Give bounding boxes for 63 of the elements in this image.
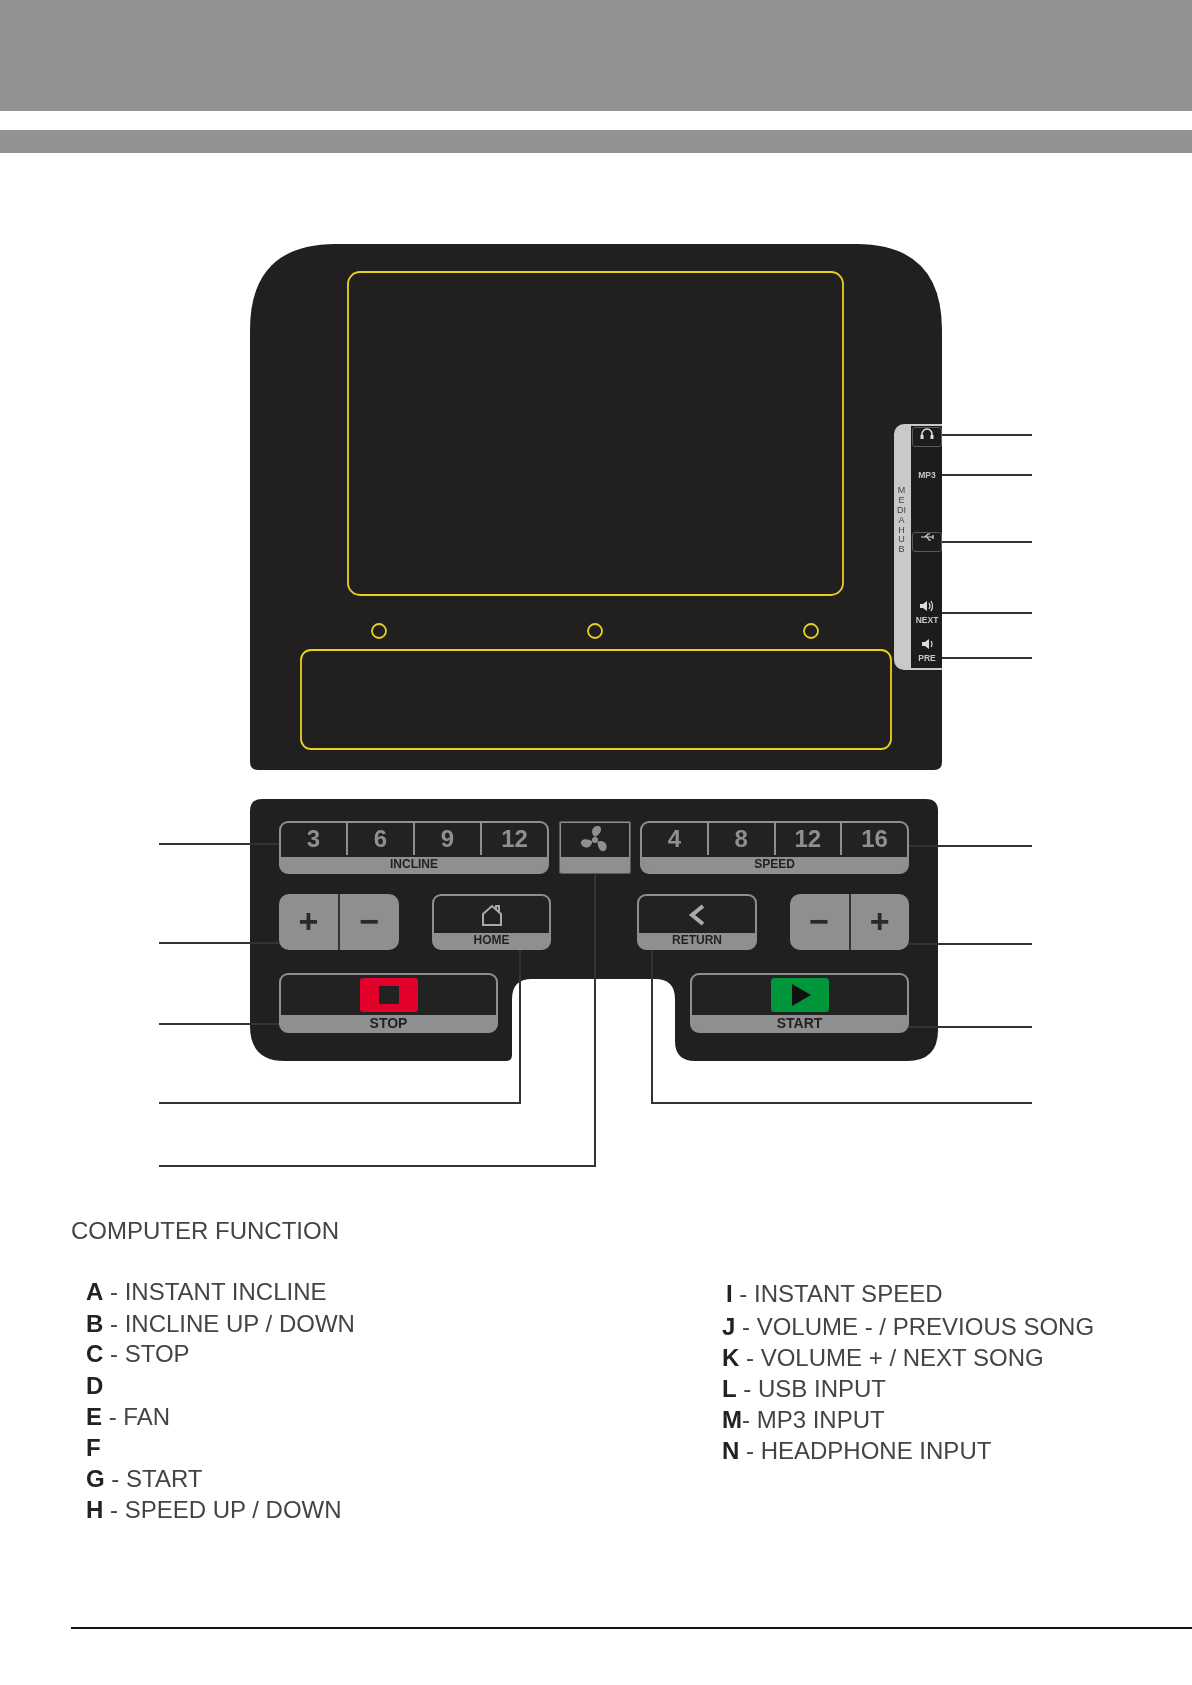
key-number: 8 (706, 823, 774, 855)
function-key-entry: A - INSTANT INCLINE (86, 1278, 327, 1306)
home-button (432, 894, 551, 950)
key-number: 3 (305, 824, 322, 854)
stop-button (279, 973, 498, 1033)
section-heading: COMPUTER FUNCTION (71, 1217, 339, 1245)
incline-key-strip (279, 821, 549, 874)
leader-line (158, 949, 521, 1104)
function-key-entry: I - INSTANT SPEED (726, 1280, 943, 1308)
function-key-entry: F (86, 1434, 101, 1462)
key-label: INCLINE (389, 857, 439, 872)
function-key-entry: J - VOLUME - / PREVIOUS SONG (722, 1313, 1095, 1341)
hub-label: MEDIA HUB (897, 486, 906, 556)
key-number: 12 (480, 823, 547, 855)
leader-line (908, 1026, 1033, 1028)
function-key-entry: M- MP3 INPUT (722, 1406, 885, 1434)
media-hub-strip (894, 424, 942, 670)
button-label: STOP (368, 1015, 409, 1031)
leader-line (158, 942, 280, 944)
leader-line (941, 474, 1033, 476)
button-label: RETURN (671, 933, 723, 948)
sign-glyph: + (297, 901, 320, 942)
key-number: 4 (666, 824, 683, 854)
sign-glyph: − (808, 901, 831, 942)
function-key-entry: K - VOLUME + / NEXT SONG (722, 1344, 1044, 1372)
speed-key-strip (640, 821, 909, 874)
sign-glyph: − (338, 894, 399, 950)
start-button (690, 973, 909, 1033)
fan-button (559, 821, 631, 874)
leader-line (908, 943, 1033, 945)
sign-glyph: + (848, 894, 909, 950)
leader-line (158, 1023, 280, 1025)
incline-rocker-button (279, 894, 399, 950)
leader-line (941, 657, 1033, 659)
function-key-entry: L - USB INPUT (722, 1375, 886, 1403)
usb-port (912, 532, 942, 552)
function-key-entry: D (86, 1372, 104, 1400)
return-button (637, 894, 757, 950)
function-key-entry: E - FAN (86, 1403, 171, 1431)
port-label: PRE (918, 653, 936, 663)
key-label: SPEED (753, 857, 796, 872)
button-label: START (775, 1015, 824, 1031)
function-key-entry: N - HEADPHONE INPUT (722, 1437, 992, 1465)
function-key-entry: H - SPEED UP / DOWN (86, 1496, 342, 1524)
leader-line (651, 949, 1033, 1104)
port-label: MP3 (918, 470, 936, 480)
key-number: 12 (773, 823, 841, 855)
leader-line (908, 845, 1033, 847)
leader-line (158, 873, 596, 1167)
function-key-entry: C - STOP (86, 1340, 190, 1368)
function-key-entry: G - START (86, 1465, 203, 1493)
key-number: 16 (840, 823, 907, 855)
leader-line (941, 541, 1033, 543)
leader-line (941, 612, 1033, 614)
headphone-jack (912, 427, 942, 447)
leader-line (941, 434, 1033, 436)
key-number: 9 (413, 823, 480, 855)
speed-rocker-button (790, 894, 909, 950)
function-key-entry: B - INCLINE UP / DOWN (86, 1310, 355, 1338)
key-number: 6 (346, 823, 413, 855)
port-label: NEXT (915, 615, 939, 625)
button-label: HOME (472, 933, 511, 948)
leader-line (158, 843, 280, 845)
